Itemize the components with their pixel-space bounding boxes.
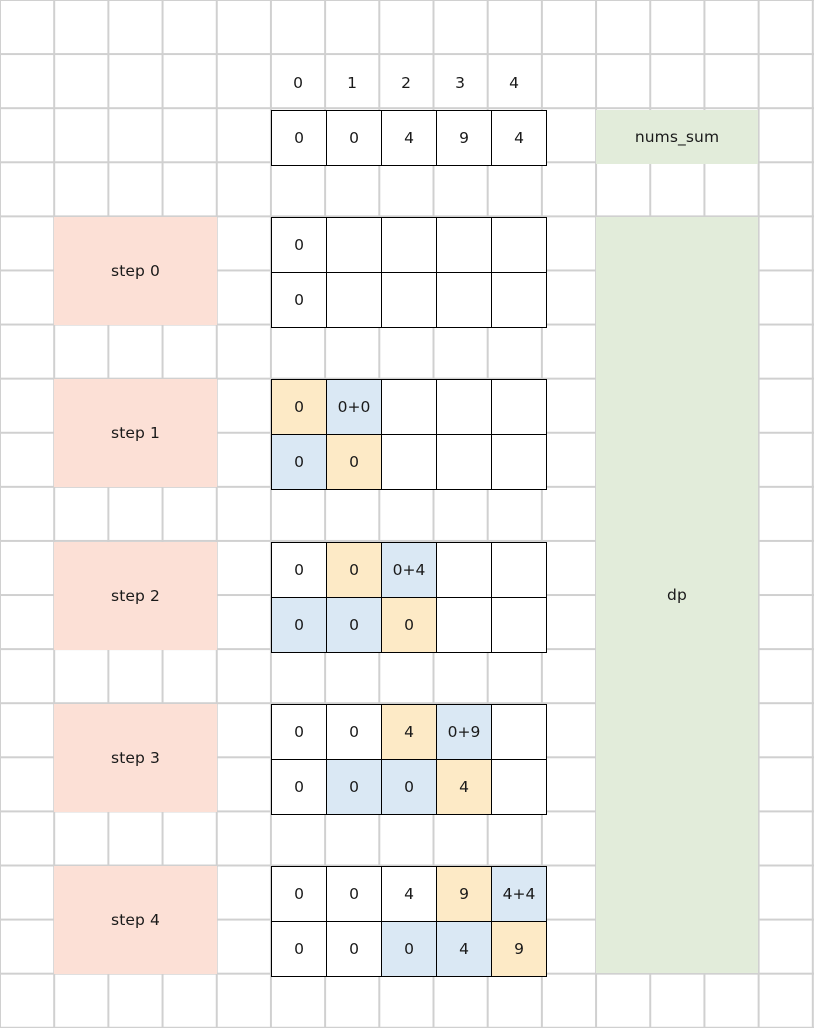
dp-cell: 0 [271, 921, 327, 977]
dp-cell: 4+4 [491, 866, 547, 922]
dp-cell [491, 272, 547, 328]
column-index-cell: 1 [347, 74, 357, 92]
dp-cell: 0 [326, 542, 382, 598]
dp-cell: 0 [271, 759, 327, 815]
dp-cell [491, 542, 547, 598]
dp-cell [326, 217, 382, 273]
dp-cell: 0 [326, 434, 382, 490]
dp-cell: 0 [326, 597, 382, 653]
column-index-cell: 3 [455, 74, 465, 92]
dp-cell: 0+9 [436, 704, 492, 760]
dp-cell: 0 [271, 704, 327, 760]
dp-cell: 0 [326, 759, 382, 815]
step-label-text: step 4 [111, 911, 160, 929]
nums-sum-label: nums_sum [596, 110, 758, 164]
dp-cell [491, 217, 547, 273]
dp-cell [491, 704, 547, 760]
nums-sum-cell: 9 [436, 110, 492, 166]
column-index-header: 0 1 2 3 4 [271, 56, 541, 110]
column-index-cell: 4 [509, 74, 519, 92]
dp-cell [436, 597, 492, 653]
nums-sum-cell: 0 [271, 110, 327, 166]
dp-cell: 0 [381, 921, 437, 977]
table-row: 0 [271, 272, 547, 328]
step-label-text: step 3 [111, 749, 160, 767]
dp-cell [491, 597, 547, 653]
dp-cell: 0 [271, 866, 327, 922]
dp-cell [381, 434, 437, 490]
dp-cell [436, 434, 492, 490]
dp-cell: 0 [271, 542, 327, 598]
step-label-text: step 1 [111, 424, 160, 442]
nums-sum-label-text: nums_sum [634, 128, 720, 146]
dp-cell: 0 [381, 759, 437, 815]
column-index-cell: 2 [401, 74, 411, 92]
table-row: 0 [271, 217, 547, 273]
step-label-text: step 0 [111, 262, 160, 280]
dp-cell: 4 [436, 759, 492, 815]
dp-cell: 0 [326, 704, 382, 760]
nums-sum-cell: 4 [381, 110, 437, 166]
step-label-text: step 2 [111, 587, 160, 605]
dp-cell: 0 [271, 434, 327, 490]
step-label-block: step 4 [54, 866, 217, 974]
dp-cell [381, 272, 437, 328]
step-label-block: step 0 [54, 217, 217, 325]
dp-cell: 0 [271, 272, 327, 328]
step-label-block: step 1 [54, 379, 217, 487]
dp-label-text: dp [667, 586, 687, 604]
dp-cell [436, 379, 492, 435]
dp-cell [381, 217, 437, 273]
nums-sum-cell: 4 [491, 110, 547, 166]
dp-cell: 0 [271, 379, 327, 435]
dp-cell: 0 [271, 217, 327, 273]
dp-cell [436, 542, 492, 598]
dp-cell: 0+4 [381, 542, 437, 598]
dp-cell [436, 272, 492, 328]
dp-cell: 4 [381, 704, 437, 760]
dp-cell: 0 [271, 597, 327, 653]
dp-cell [491, 434, 547, 490]
dp-cell: 0 [326, 866, 382, 922]
dp-cell [491, 759, 547, 815]
dp-cell [491, 379, 547, 435]
dp-cell: 0 [381, 597, 437, 653]
step-label-block: step 3 [54, 704, 217, 812]
dp-cell: 9 [436, 866, 492, 922]
step-label-block: step 2 [54, 542, 217, 650]
dp-cell: 0+0 [326, 379, 382, 435]
dp-label-block: dp [596, 217, 758, 973]
column-index-cell: 0 [293, 74, 303, 92]
dp-cell [381, 379, 437, 435]
dp-cell: 4 [436, 921, 492, 977]
dp-cell [326, 272, 382, 328]
dp-cell: 0 [326, 921, 382, 977]
dp-cell: 4 [381, 866, 437, 922]
dp-cell [436, 217, 492, 273]
dp-cell: 9 [491, 921, 547, 977]
nums-sum-cell: 0 [326, 110, 382, 166]
